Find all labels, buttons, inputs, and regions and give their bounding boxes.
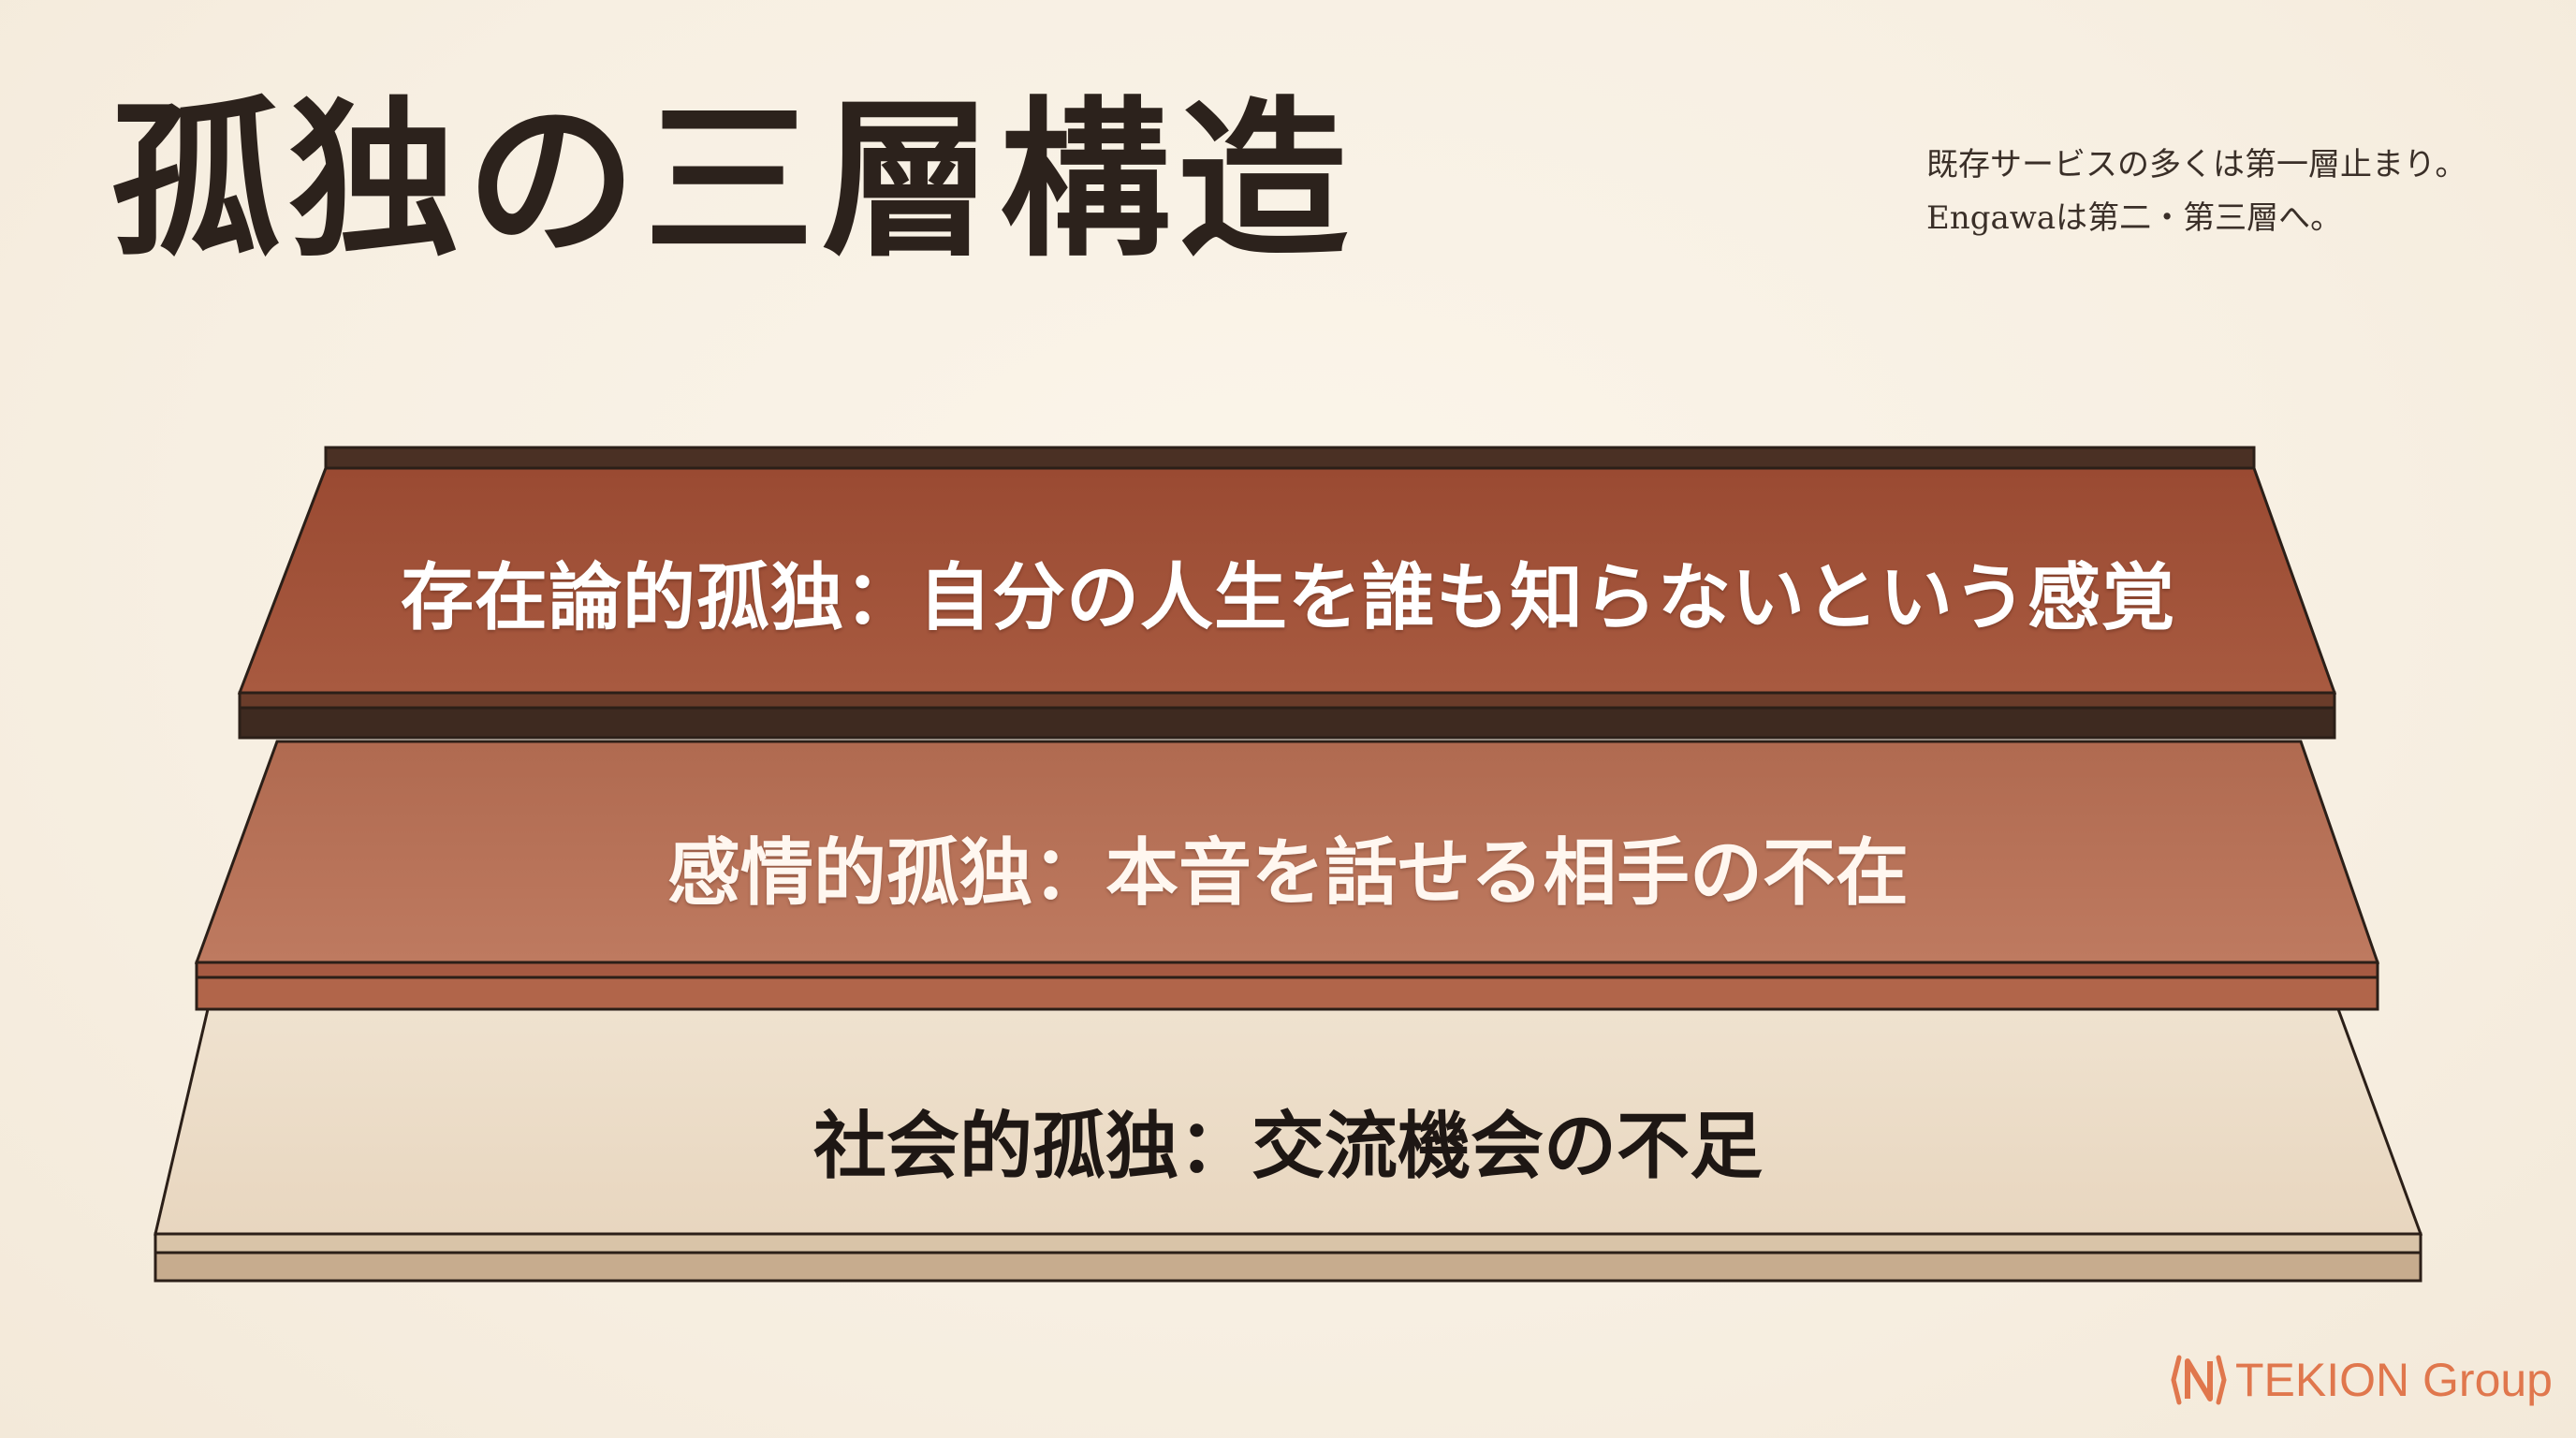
page-title: 孤独の三層構造 bbox=[110, 80, 1355, 280]
layer-emotional-label: 感情的孤独：本音を話せる相手の不在 bbox=[666, 831, 1909, 916]
subtitle: 既存サービスの多くは第一層止まり。 Engawaは第二・第三層へ。 bbox=[1926, 139, 2466, 245]
subtitle-line-1: 既存サービスの多くは第一層止まり。 bbox=[1926, 146, 2467, 183]
brand-name: TEKION Group bbox=[2235, 1354, 2553, 1406]
layer-existential-label: 存在論的孤独：自分の人生を誰も知らないという感覚 bbox=[400, 556, 2175, 640]
n-logo-icon bbox=[2171, 1355, 2227, 1405]
layer-emotional bbox=[194, 740, 2380, 1011]
layer-existential bbox=[237, 446, 2337, 740]
layer-social-label: 社会的孤独：交流機会の不足 bbox=[812, 1105, 1763, 1189]
layer-social bbox=[154, 1007, 2423, 1283]
brand-logo: TEKION Group bbox=[2170, 1350, 2553, 1410]
subtitle-line-2: Engawaは第二・第三層へ。 bbox=[1926, 199, 2343, 237]
